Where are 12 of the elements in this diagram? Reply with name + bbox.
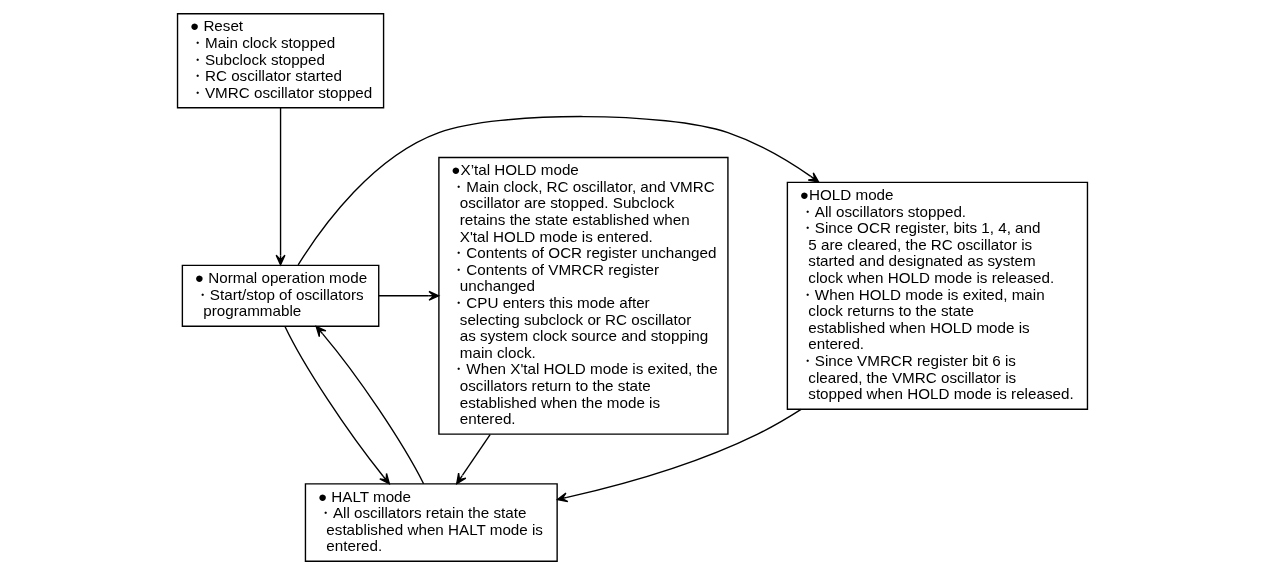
node-box: ● HALT mode ・All oscillators retain the state established when HALT mode is entered. <box>304 483 558 562</box>
node-box: ●HOLD mode ・All oscillators stopped. ・Since OCR register, bits 1, 4, and 5 are cleared, the RC oscillator is started and designated as system clock when HOLD mode is released. ・When HOLD mode is exited, main clock returns to the state established when HOLD mode is entered. ・Since VMRCR register bit 6 is cleared, the VMRC oscillator is stopped when HOLD mode is released. <box>786 181 1089 410</box>
arrow <box>556 408 802 503</box>
node-box: ● Reset ・Main clock stopped ・Subclock stopped ・RC oscillator started ・VMRC oscillator stopped <box>176 13 385 109</box>
arrow <box>315 325 425 485</box>
arrow <box>378 290 440 301</box>
node-box: ● Normal operation mode ・Start/stop of oscillators programmable <box>181 264 380 327</box>
arrow <box>456 433 491 485</box>
arrow <box>275 107 286 266</box>
arrow <box>297 115 820 266</box>
arrow <box>284 325 390 485</box>
node-box: ●X’tal HOLD mode ・Main clock, RC oscillator, and VMRC oscillator are stopped. Subclock retains the state established when X'tal HOLD mode is entered. ・Contents of OCR register unchanged ・Contents of VMRCR register unchanged ・CPU enters this mode after selecting subclock or RC oscillator as system clock source and stopping main clock. ・When X'tal HOLD mode is exited, the oscillators return to the state established when the mode is entered. <box>438 156 729 435</box>
